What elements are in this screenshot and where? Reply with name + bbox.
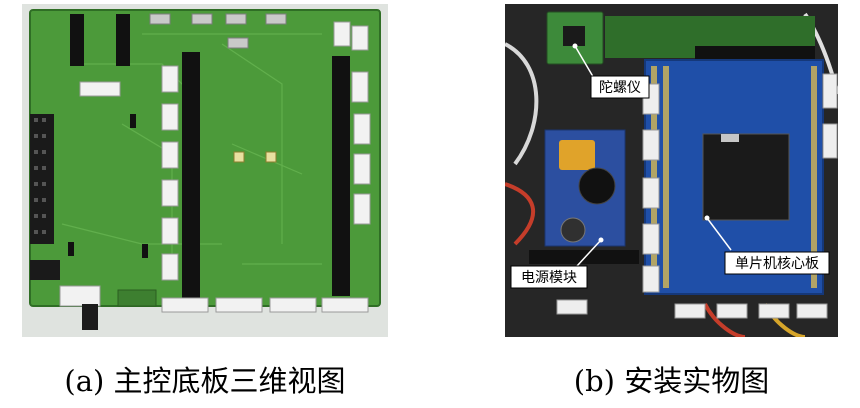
jumpers bbox=[68, 114, 148, 258]
inductor bbox=[578, 167, 616, 205]
key-buttons bbox=[149, 13, 287, 49]
panel-b-installed-photo: 陀螺仪 电源模块 单片机核心板 bbox=[504, 4, 840, 339]
header-top-mid bbox=[116, 14, 130, 66]
installed-photo: 陀螺仪 电源模块 单片机核心板 bbox=[504, 4, 840, 339]
top-header bbox=[695, 46, 815, 60]
potentiometer bbox=[559, 140, 595, 170]
callout-mcu-core-board-label: 单片机核心板 bbox=[735, 256, 819, 272]
center-pin-header bbox=[182, 52, 200, 300]
left-pin-dots bbox=[34, 118, 46, 234]
photo-bottom-connectors bbox=[556, 299, 828, 319]
board-render bbox=[22, 4, 388, 337]
photo-connectors bbox=[642, 73, 838, 293]
callout-gyro-label: 陀螺仪 bbox=[599, 80, 641, 96]
panel-a-3d-board-view bbox=[22, 4, 388, 337]
right-pin-header bbox=[332, 56, 350, 296]
bottom-left-header bbox=[30, 260, 60, 280]
header-top-left bbox=[70, 14, 84, 66]
callout-mcu-core-board: 单片机核心板 bbox=[704, 215, 830, 275]
caption-a: (a) 主控底板三维视图 bbox=[64, 364, 346, 398]
bottom-header bbox=[529, 250, 639, 264]
callout-gyro: 陀螺仪 bbox=[572, 43, 650, 99]
callout-power-module: 电源模块 bbox=[510, 237, 604, 289]
terminal-block bbox=[117, 289, 157, 307]
crystal bbox=[721, 134, 739, 142]
power-lead bbox=[82, 304, 98, 330]
gyro-chip bbox=[563, 26, 585, 46]
connectors-bottom bbox=[59, 285, 369, 313]
connector-h bbox=[79, 81, 121, 97]
core-board-pins bbox=[651, 66, 817, 288]
tc-chips bbox=[233, 151, 277, 163]
callout-power-module-label: 电源模块 bbox=[521, 270, 577, 286]
mcu-chip bbox=[702, 133, 790, 221]
caption-b: (b) 安装实物图 bbox=[573, 364, 770, 398]
left-pin-header bbox=[30, 114, 54, 244]
capacitor bbox=[560, 217, 586, 243]
connectors-column bbox=[161, 65, 371, 281]
connectors-top-right bbox=[333, 21, 369, 103]
